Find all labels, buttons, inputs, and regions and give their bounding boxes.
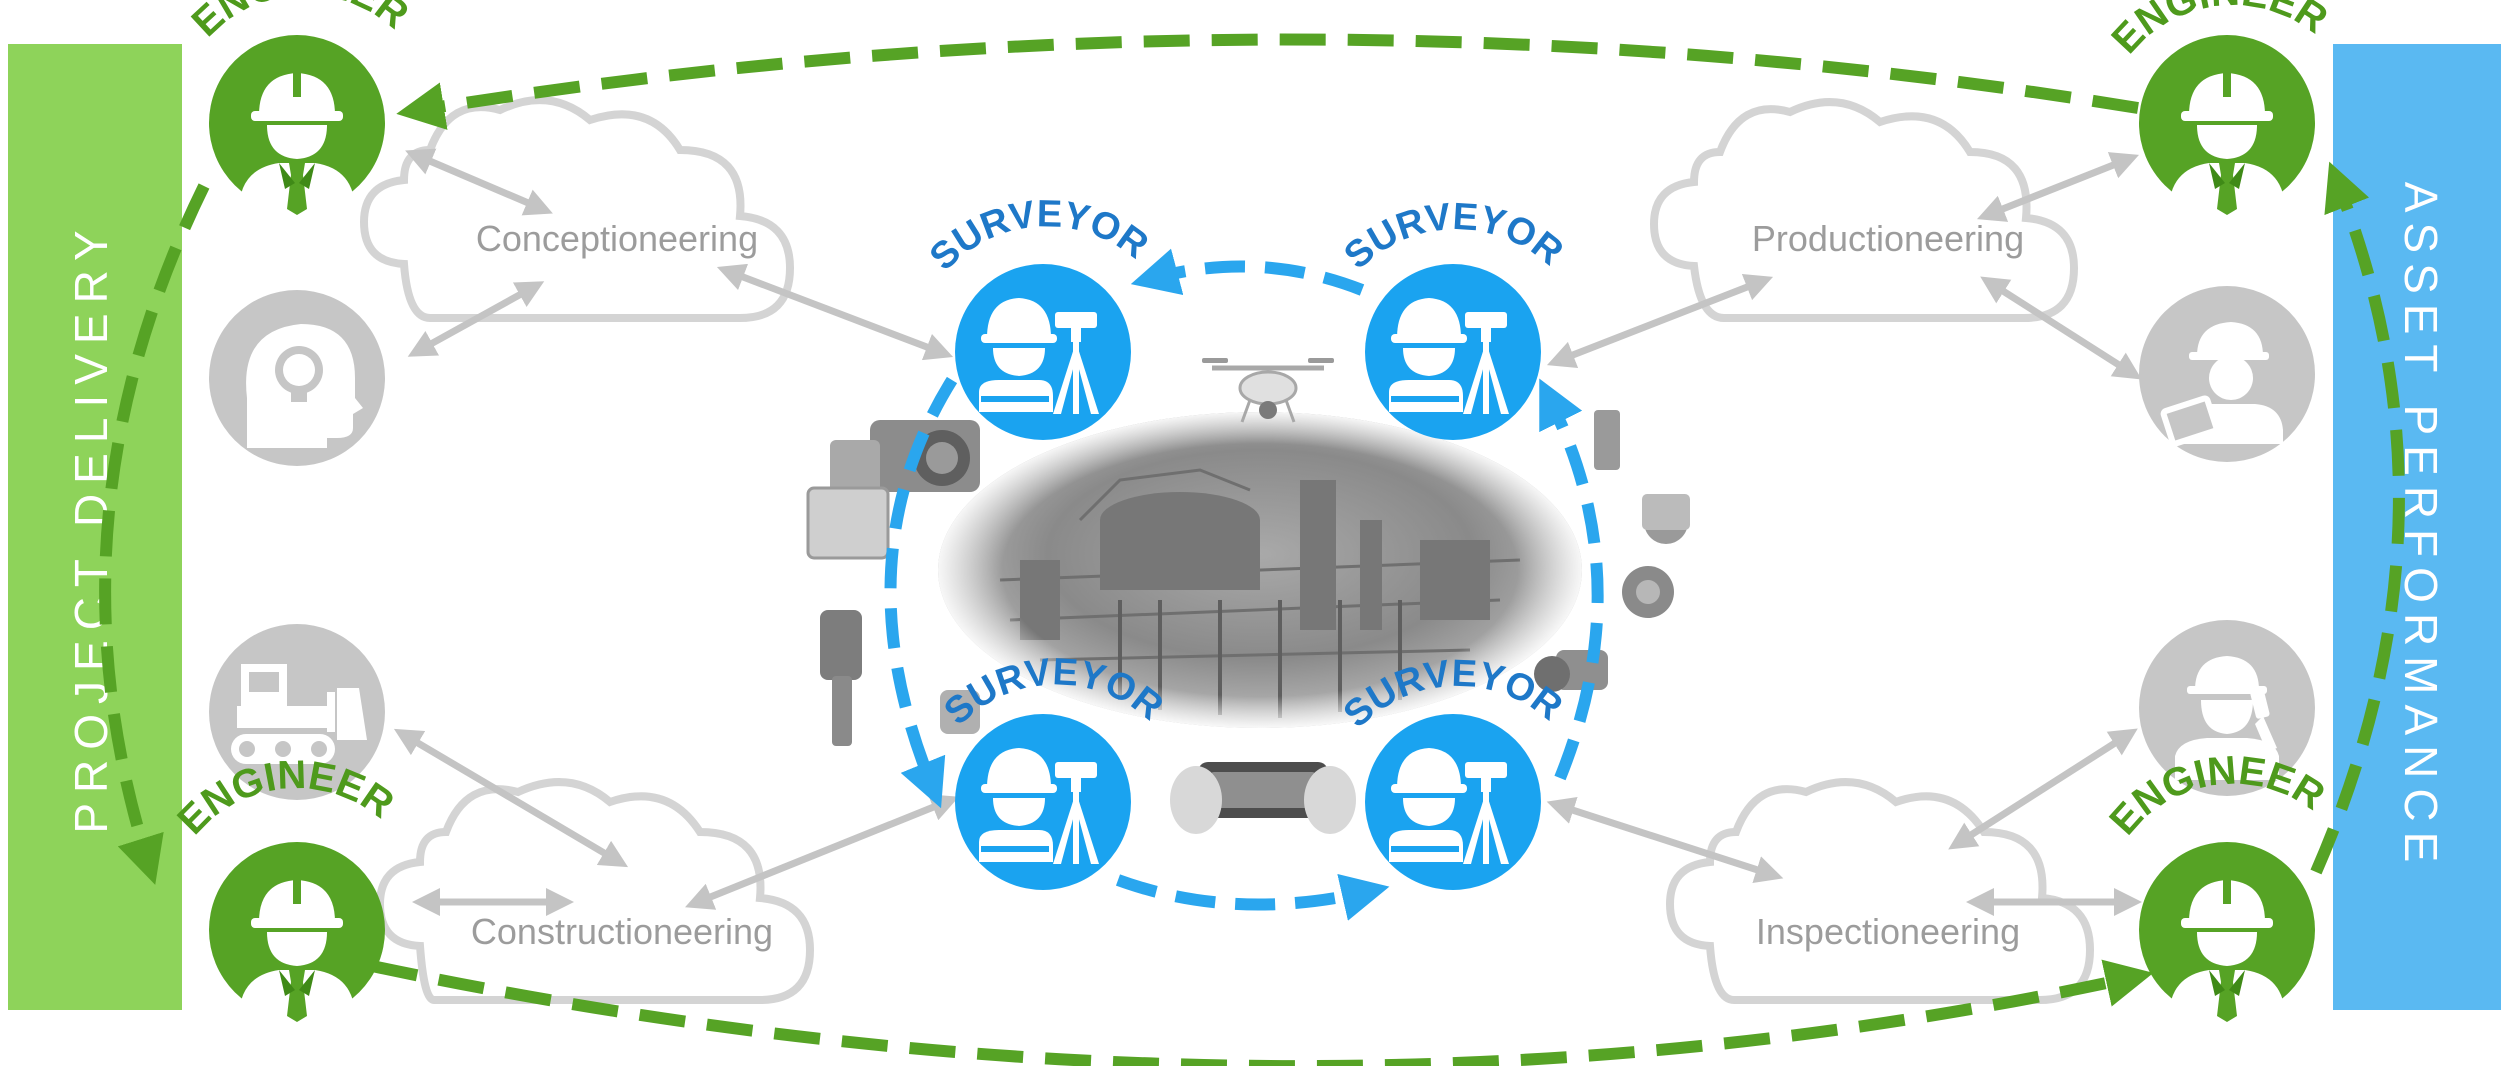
industrial-site-photo: [938, 412, 1582, 728]
cloud-label-productioneering: Productioneering: [1752, 218, 2024, 259]
cloud-label-conceptioneering: Conceptioneering: [476, 218, 758, 259]
cloud-label-constructioneering: Constructioneering: [471, 911, 773, 952]
camera-gimbal-icon: [820, 610, 980, 746]
engineer-icon-top-right: [2139, 35, 2315, 215]
surveyor-loop-arrows: [884, 248, 1604, 921]
engineer-icon-bottom-left: [209, 842, 385, 1022]
engineer-icon-top-left: [209, 35, 385, 215]
surveyor-icon-top-right: [1365, 264, 1541, 440]
sensor-pod-icon: [1534, 410, 1690, 692]
cloud-inspectioneering: Inspectioneering: [1665, 778, 2095, 1004]
drone-icon: [1202, 358, 1334, 423]
camera-icon: [806, 420, 980, 560]
surveyor-icon-bottom-left: [955, 714, 1131, 890]
cloud-label-inspectioneering: Inspectioneering: [1756, 911, 2020, 952]
surveyor-icon-top-left: [955, 264, 1131, 440]
handheld-device-icon: [1170, 762, 1356, 834]
engineer-label-bottom-right: ENGINEER: [2101, 748, 2332, 843]
head-lightbulb-icon: [209, 290, 385, 466]
engineer-icon-bottom-right: [2139, 842, 2315, 1022]
gray-connector-arrows: [393, 148, 2142, 916]
cloud-conceptioneering: Conceptioneering: [359, 96, 795, 322]
cloud-productioneering: Productioneering: [1649, 98, 2079, 322]
worker-tablet-icon: [2139, 286, 2315, 462]
surveyor-icon-bottom-right: [1365, 714, 1541, 890]
cloud-constructioneering: Constructioneering: [375, 778, 815, 1004]
